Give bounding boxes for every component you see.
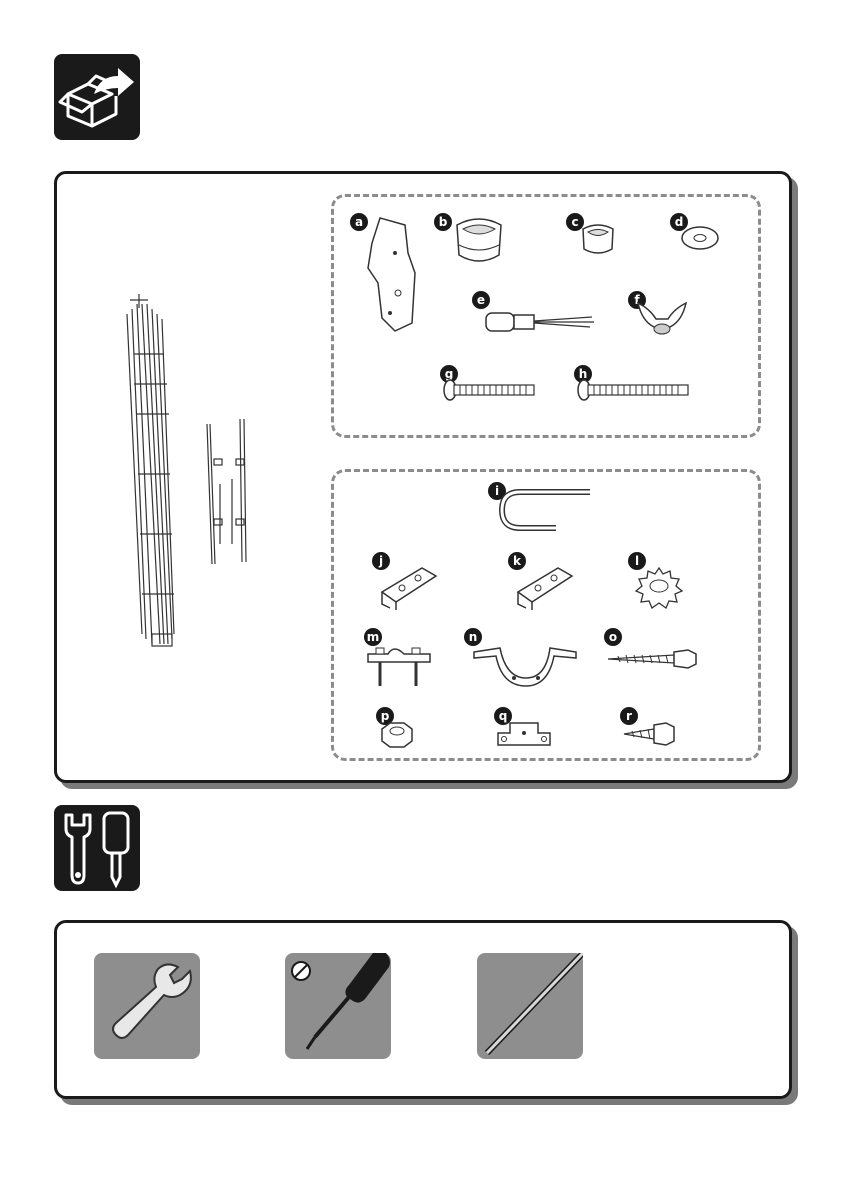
tools-icon (54, 805, 140, 891)
antenna-illustration (112, 294, 262, 654)
wrench-icon (94, 953, 200, 1059)
wire-icon (477, 953, 583, 1059)
screwdriver-icon (285, 953, 391, 1059)
hardware-group-bottom: i j k l (331, 469, 761, 761)
hardware-group-top: a b c d (331, 194, 761, 438)
parts-panel: a b c d (54, 171, 792, 783)
tools-panel (54, 920, 792, 1099)
open-box-icon (54, 54, 140, 140)
